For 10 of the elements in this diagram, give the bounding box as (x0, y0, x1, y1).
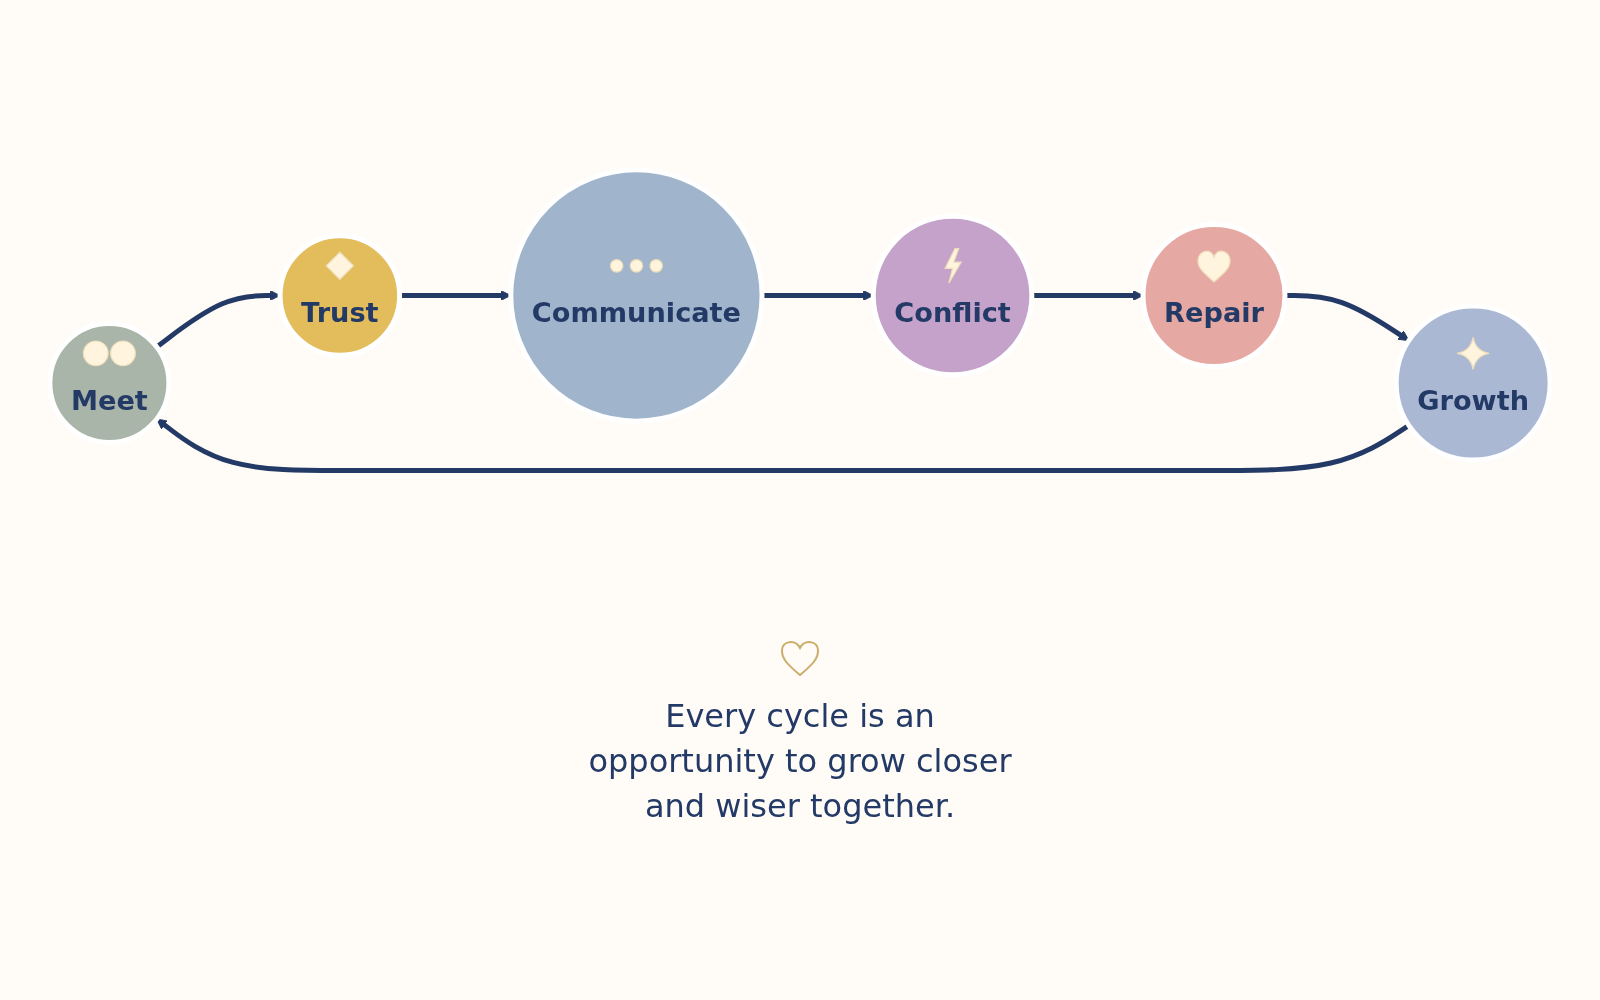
circle-node: Meet (47, 320, 172, 445)
circle-node: Growth (1393, 303, 1553, 463)
center-message: Every cycle is an opportunity to grow closer and wiser together. (587, 696, 1013, 827)
circle-node: Communicate (508, 167, 765, 424)
circle-node: Repair (1140, 221, 1288, 369)
arrow (762, 289, 874, 301)
circle-node: Conflict (870, 213, 1035, 378)
circle-node: Trust (277, 233, 403, 358)
arrow (1285, 292, 1410, 341)
arrow (156, 418, 1411, 473)
